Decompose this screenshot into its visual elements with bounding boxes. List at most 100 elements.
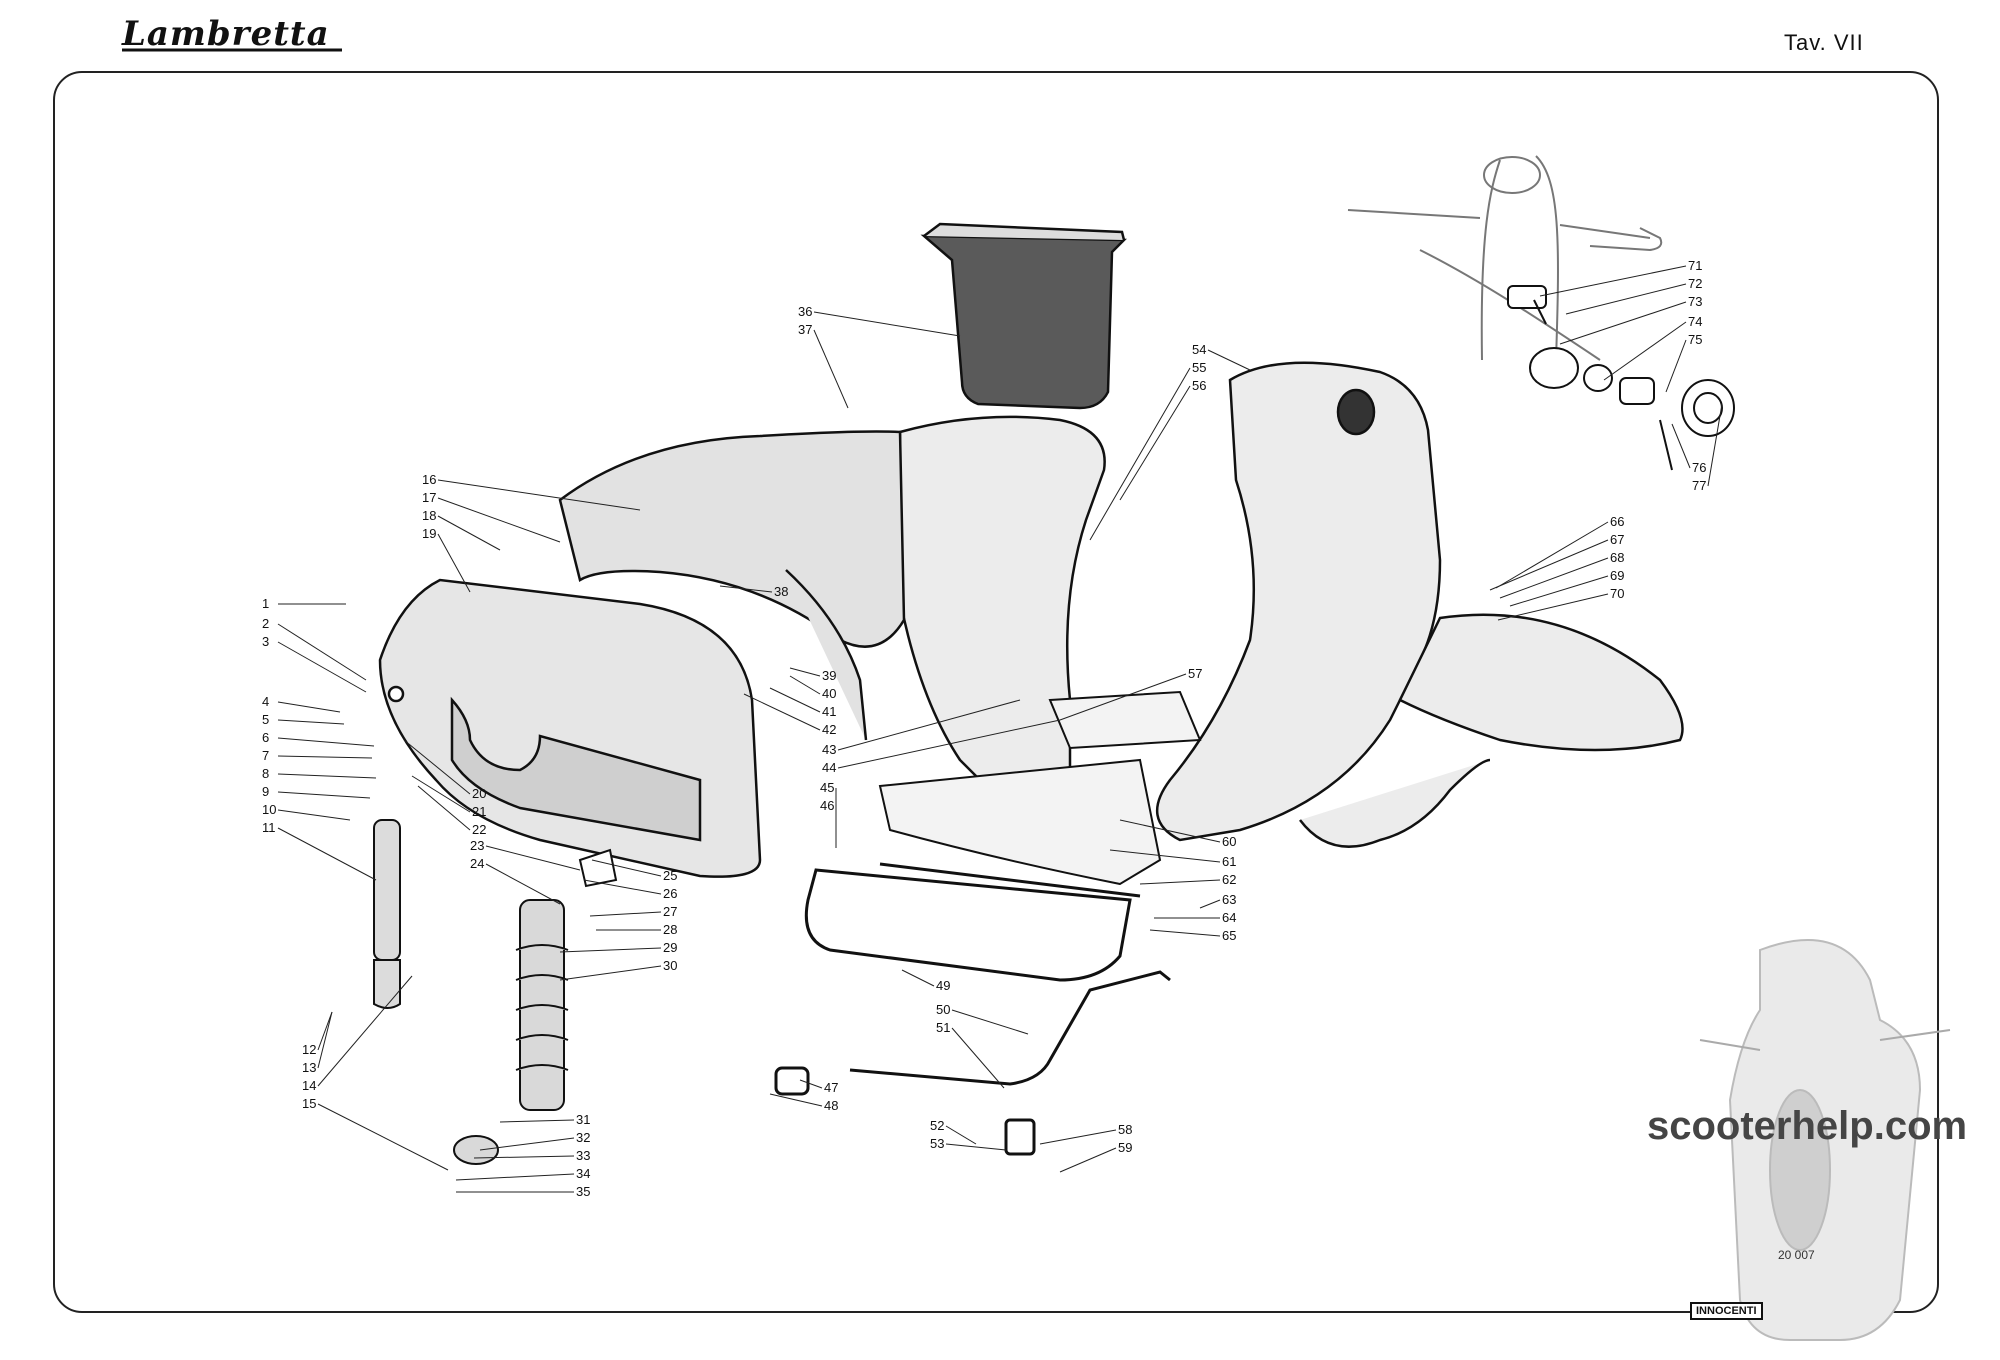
callout-number-72: 72 xyxy=(1688,276,1702,291)
callout-number-70: 70 xyxy=(1610,586,1624,601)
callout-number-68: 68 xyxy=(1610,550,1624,565)
callout-41: 41 xyxy=(769,687,836,719)
callout-number-61: 61 xyxy=(1222,854,1236,869)
callout-49: 49 xyxy=(901,969,950,993)
callout-layer: 1234567891011121314151617181920212223242… xyxy=(262,258,1723,1199)
callout-leader-14 xyxy=(317,975,413,1087)
callout-leader-66 xyxy=(1495,521,1609,589)
callout-leader-36 xyxy=(813,311,961,337)
rear-shock xyxy=(453,848,618,1165)
callout-2: 2 xyxy=(262,616,367,681)
front-legshield xyxy=(898,361,1442,842)
floor-rail xyxy=(804,862,1141,982)
callout-leader-75 xyxy=(1665,339,1687,393)
callout-38: 38 xyxy=(719,584,788,599)
callout-1: 1 xyxy=(262,596,346,611)
callout-leader-22 xyxy=(417,785,471,831)
callout-leader-53 xyxy=(945,1143,1007,1151)
callout-number-10: 10 xyxy=(262,802,276,817)
callout-leader-13 xyxy=(317,1011,333,1069)
callout-number-18: 18 xyxy=(422,508,436,523)
callout-15: 15 xyxy=(302,1096,449,1171)
vehicle-silhouette xyxy=(1699,939,1951,1341)
callout-63: 63 xyxy=(1199,892,1236,909)
callout-number-43: 43 xyxy=(822,742,836,757)
callout-leader-33 xyxy=(473,1155,575,1159)
callout-leader-77 xyxy=(1707,403,1723,487)
callout-leader-24 xyxy=(485,863,561,905)
callout-number-36: 36 xyxy=(798,304,812,319)
callout-leader-18 xyxy=(437,515,501,551)
central-body xyxy=(558,430,906,741)
callout-leader-11 xyxy=(277,827,377,881)
callout-number-31: 31 xyxy=(576,1112,590,1127)
callout-44: 44 xyxy=(822,719,1061,775)
callout-leader-65 xyxy=(1149,929,1221,937)
callout-number-66: 66 xyxy=(1610,514,1624,529)
callout-leader-55 xyxy=(1089,367,1191,541)
callout-number-14: 14 xyxy=(302,1078,316,1093)
lambretta-logo: Lambretta xyxy=(122,14,330,54)
callout-69: 69 xyxy=(1509,568,1624,607)
callout-54: 54 xyxy=(1192,342,1251,371)
callout-leader-44 xyxy=(837,719,1061,769)
callout-number-30: 30 xyxy=(663,958,677,973)
callout-number-16: 16 xyxy=(422,472,436,487)
callout-number-51: 51 xyxy=(936,1020,950,1035)
callout-number-42: 42 xyxy=(822,722,836,737)
callout-number-60: 60 xyxy=(1222,834,1236,849)
callout-56: 56 xyxy=(1119,378,1206,501)
callout-leader-70 xyxy=(1497,593,1609,621)
callout-55: 55 xyxy=(1089,360,1206,541)
callout-68: 68 xyxy=(1499,550,1624,599)
callout-28: 28 xyxy=(596,922,677,937)
callout-number-41: 41 xyxy=(822,704,836,719)
ignition-lock-parts xyxy=(1507,285,1735,471)
callout-number-39: 39 xyxy=(822,668,836,683)
callout-leader-19 xyxy=(437,533,471,593)
callout-21: 21 xyxy=(411,775,486,819)
callout-leader-61 xyxy=(1109,849,1221,863)
callout-36: 36 xyxy=(798,304,961,337)
callout-61: 61 xyxy=(1109,849,1236,869)
callout-number-45: 45 xyxy=(820,780,834,795)
callout-number-3: 3 xyxy=(262,634,269,649)
callout-24: 24 xyxy=(470,856,561,905)
callout-9: 9 xyxy=(262,784,371,799)
callout-leader-62 xyxy=(1139,879,1221,885)
callout-74: 74 xyxy=(1603,314,1702,381)
callout-42: 42 xyxy=(743,693,836,737)
callout-leader-20 xyxy=(403,739,471,795)
callout-leader-76 xyxy=(1671,423,1691,469)
callout-leader-17 xyxy=(437,497,561,543)
callout-70: 70 xyxy=(1497,586,1624,621)
callout-leader-54 xyxy=(1207,349,1251,371)
callout-72: 72 xyxy=(1565,276,1702,315)
callout-number-7: 7 xyxy=(262,748,269,763)
callout-76: 76 xyxy=(1671,423,1706,475)
stand-bar xyxy=(774,970,1171,1156)
callout-leader-47 xyxy=(799,1079,823,1089)
callout-4: 4 xyxy=(262,694,341,713)
callout-leader-42 xyxy=(743,693,821,731)
callout-58: 58 xyxy=(1039,1122,1132,1145)
callout-35: 35 xyxy=(456,1184,590,1199)
callout-71: 71 xyxy=(1539,258,1702,297)
callout-number-25: 25 xyxy=(663,868,677,883)
callout-5: 5 xyxy=(262,712,345,727)
callout-leader-60 xyxy=(1119,819,1221,843)
callout-leader-71 xyxy=(1539,265,1687,297)
callout-number-40: 40 xyxy=(822,686,836,701)
callout-number-54: 54 xyxy=(1192,342,1206,357)
callout-47: 47 xyxy=(799,1079,838,1095)
callout-number-20: 20 xyxy=(472,786,486,801)
callout-43: 43 xyxy=(822,699,1021,757)
callout-number-55: 55 xyxy=(1192,360,1206,375)
callout-number-47: 47 xyxy=(824,1080,838,1095)
callout-number-6: 6 xyxy=(262,730,269,745)
callout-leader-37 xyxy=(813,329,849,409)
callout-leader-73 xyxy=(1559,301,1687,345)
callout-11: 11 xyxy=(262,820,377,881)
callout-19: 19 xyxy=(422,526,471,593)
callout-leader-29 xyxy=(559,947,662,953)
